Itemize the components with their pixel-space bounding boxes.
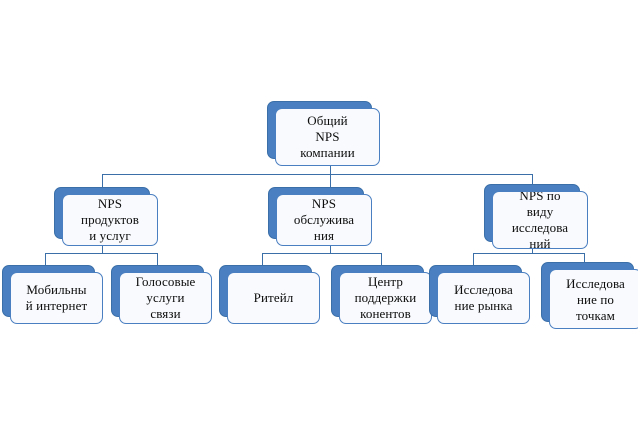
- connector-drop-market-research: [473, 253, 474, 265]
- connector-stem-nps-research-type: [532, 246, 533, 254]
- node-face: Ритейл: [227, 272, 320, 324]
- node-face: Исследова ние рынка: [437, 272, 530, 324]
- node-label: Центр поддержки конентов: [354, 274, 417, 321]
- connector-drop-support-center: [381, 253, 382, 265]
- node-mobile-internet[interactable]: Мобильны й интернет: [2, 265, 103, 324]
- connector-root-stem: [330, 166, 331, 175]
- connector-drop-nps-products: [102, 174, 103, 187]
- connector-bus-nps-research-type: [473, 253, 584, 254]
- connector-drop-touchpoint-research: [584, 253, 585, 263]
- node-face: Мобильны й интернет: [10, 272, 103, 324]
- node-label: NPS обслужива ния: [293, 196, 355, 243]
- node-market-research[interactable]: Исследова ние рынка: [429, 265, 530, 324]
- node-nps-service[interactable]: NPS обслужива ния: [268, 187, 372, 246]
- node-support-center[interactable]: Центр поддержки конентов: [331, 265, 432, 324]
- connector-drop-voice-services: [157, 253, 158, 265]
- connector-level2-bus: [102, 174, 532, 175]
- connector-drop-mobile-internet: [45, 253, 46, 265]
- node-voice-services[interactable]: Голосовые услуги связи: [111, 265, 212, 324]
- connector-stem-nps-products: [102, 246, 103, 254]
- node-label: NPS по виду исследова ний: [511, 191, 569, 249]
- connector-stem-nps-service: [330, 246, 331, 254]
- node-touchpoint-research[interactable]: Исследова ние по точкам контакта: [541, 262, 638, 329]
- node-face: Исследова ние по точкам контакта: [549, 269, 638, 329]
- node-nps-research-type[interactable]: NPS по виду исследова ний: [484, 184, 588, 249]
- connector-drop-nps-research-type: [532, 174, 533, 184]
- node-label: Исследова ние рынка: [454, 282, 513, 313]
- node-root[interactable]: Общий NPS компании: [267, 101, 380, 166]
- node-face: Голосовые услуги связи: [119, 272, 212, 324]
- connector-bus-nps-service: [262, 253, 381, 254]
- node-face: NPS по виду исследова ний: [492, 191, 588, 249]
- node-label: NPS продуктов и услуг: [81, 196, 139, 243]
- node-face: Центр поддержки конентов: [339, 272, 432, 324]
- node-label: Голосовые услуги связи: [135, 274, 196, 321]
- node-label: Общий NPS компании: [300, 113, 355, 160]
- node-face: NPS обслужива ния: [276, 194, 372, 246]
- connector-drop-nps-service: [330, 174, 331, 187]
- node-label: Исследова ние по точкам контакта: [566, 276, 625, 328]
- node-label: Ритейл: [253, 290, 294, 305]
- node-nps-products[interactable]: NPS продуктов и услуг: [54, 187, 158, 246]
- node-label: Мобильны й интернет: [25, 282, 88, 313]
- connector-bus-nps-products: [45, 253, 158, 254]
- node-retail[interactable]: Ритейл: [219, 265, 320, 324]
- node-face: NPS продуктов и услуг: [62, 194, 158, 246]
- connector-drop-retail: [262, 253, 263, 265]
- node-face: Общий NPS компании: [275, 108, 380, 166]
